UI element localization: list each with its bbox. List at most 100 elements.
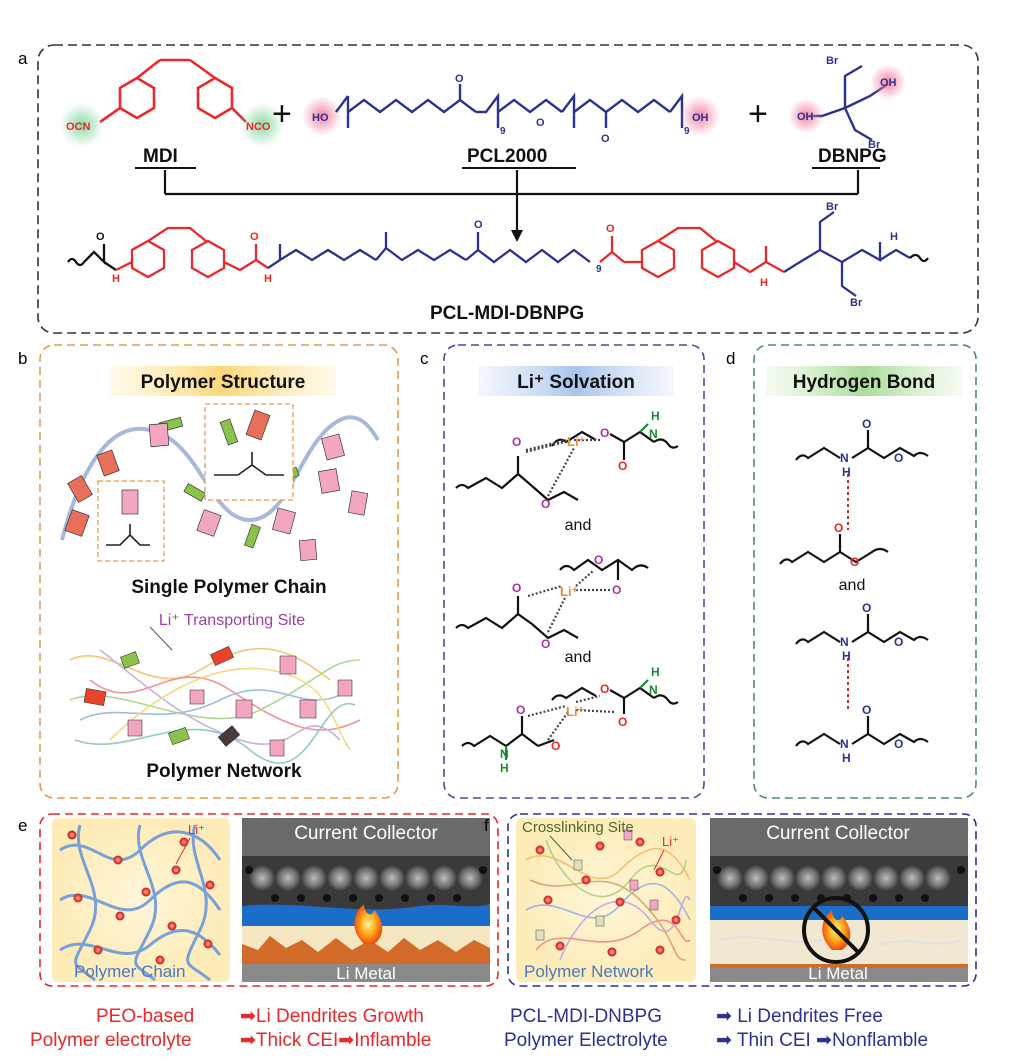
li-label-e: Li⁺	[188, 822, 205, 837]
caption-pcl-result1: ➡ Li Dendrites Free	[716, 1006, 883, 1027]
pcl-sub-2: 9	[684, 126, 690, 137]
and-label-d: and	[839, 577, 866, 594]
and-label-c1: and	[565, 517, 592, 534]
plus-sign-1: +	[272, 95, 292, 133]
li-ions-e	[67, 830, 215, 965]
panel-c-title-bg	[478, 366, 674, 396]
ocn-highlight	[60, 103, 104, 147]
arrow-right-icon: ➡	[810, 1030, 832, 1051]
solvation-structure-3	[461, 679, 679, 760]
hb1-o4: O	[850, 555, 859, 569]
panel-label-f: f	[484, 816, 489, 835]
oh-highlight-dbnpg-2	[788, 98, 824, 134]
sol2-o1: O	[594, 553, 603, 567]
polymer-network-label-f: Polymer Network	[524, 962, 654, 981]
sol3-h2: H	[500, 761, 509, 775]
dbnpg-br-2: Br	[868, 139, 881, 151]
sol3-o4: O	[551, 739, 560, 753]
panel-c-frame	[443, 344, 705, 799]
pcl-o-1: O	[455, 73, 464, 85]
sol1-o2: O	[618, 459, 627, 473]
prod-br-1: Br	[826, 201, 839, 213]
plus-sign-2: +	[748, 95, 768, 133]
arrow-right-icon: ➡	[240, 1006, 256, 1027]
li-ion-3: Li⁺	[566, 704, 585, 719]
prod-o-2: O	[250, 231, 259, 243]
hb2-h1: H	[842, 649, 851, 663]
panel-d-frame	[753, 344, 977, 799]
sol3-n1: N	[649, 683, 658, 697]
pcl-o-2: O	[536, 117, 545, 129]
nco-label: NCO	[246, 121, 271, 133]
arrow-right-icon: ➡	[338, 1030, 355, 1051]
cell-e	[242, 818, 490, 982]
panel-c-title: Li⁺ Solvation	[517, 372, 635, 393]
panel-e-frame	[39, 813, 499, 987]
caption-peo-result2: ➡Thick CEI➡Inflamble	[240, 1030, 432, 1051]
crosslink-blocks-f	[535, 829, 659, 941]
panel-d-title-bg	[766, 366, 962, 396]
prod-h-3: H	[760, 277, 768, 289]
hb2-h2: H	[842, 751, 851, 765]
hb2-n1: N	[840, 635, 849, 649]
sol3-h1: H	[651, 665, 660, 679]
panel-f-frame	[507, 813, 977, 987]
single-polymer-chain	[60, 403, 380, 562]
product-label: PCL-MDI-DBNPG	[430, 303, 584, 324]
oh-highlight-pcl	[680, 96, 720, 136]
sol3-o3: O	[516, 703, 525, 717]
arrow-right-icon: ➡	[716, 1006, 738, 1027]
prod-sub-9: 9	[596, 264, 602, 275]
sol1-o4: O	[541, 497, 550, 511]
panel-label-a: a	[18, 49, 28, 68]
dbnpg-oh-1: OH	[880, 77, 897, 89]
cell-f	[710, 818, 968, 982]
hbond-structure-2	[795, 614, 929, 747]
crosslinking-site-label: Crosslinking Site	[522, 819, 634, 836]
li-ion-2: Li⁺	[560, 584, 579, 599]
caption-peo-result1: ➡Li Dendrites Growth	[240, 1006, 424, 1027]
sol1-o3: O	[512, 435, 521, 449]
prod-o-1: O	[96, 231, 105, 243]
dbnpg-oh-2: OH	[797, 111, 814, 123]
panel-label-d: d	[726, 349, 735, 368]
solvation-structure-2	[455, 558, 649, 640]
li-transport-site-label: Li⁺ Transporting Site	[159, 612, 305, 629]
reaction-arrow	[163, 170, 860, 232]
arrow-right-icon: ➡	[240, 1030, 256, 1051]
li-metal-label-e: Li Metal	[336, 964, 396, 983]
panel-a-frame	[37, 44, 979, 334]
flame-icon	[354, 904, 383, 944]
prod-o-4: O	[606, 223, 615, 235]
panel-label-e: e	[18, 816, 27, 835]
hb1-o3: O	[834, 521, 843, 535]
nco-highlight	[240, 103, 284, 147]
sol1-o1: O	[600, 426, 609, 440]
and-label-c2: and	[565, 649, 592, 666]
current-collector-label-f: Current Collector	[766, 823, 910, 844]
panel-label-b: b	[18, 349, 27, 368]
sol3-o1: O	[600, 682, 609, 696]
peo-electrolyte-bg	[52, 818, 230, 982]
hb1-n: N	[840, 451, 849, 465]
sol2-o3: O	[512, 581, 521, 595]
sol1-h: H	[651, 409, 660, 423]
oh-highlight-dbnpg-1	[870, 64, 906, 100]
li-ions-f	[535, 837, 681, 957]
hb1-o2: O	[894, 451, 903, 465]
product-chain	[67, 211, 929, 297]
dbnpg-br-1: Br	[826, 55, 839, 67]
ho-label: HO	[312, 112, 329, 124]
hb1-o1: O	[862, 417, 871, 431]
li-label-f: Li⁺	[662, 834, 679, 849]
hbond-structure-1	[779, 430, 929, 565]
polymer-chain-label-e: Polymer Chain	[74, 962, 186, 981]
pcl2000-label: PCL2000	[467, 146, 547, 167]
sol3-n2: N	[500, 747, 509, 761]
panel-b-title-bg	[110, 366, 336, 396]
hb1-h: H	[842, 465, 851, 479]
hb2-n2: N	[840, 737, 849, 751]
li-ion-1: Li⁺	[567, 434, 586, 449]
current-collector-label-e: Current Collector	[294, 823, 438, 844]
